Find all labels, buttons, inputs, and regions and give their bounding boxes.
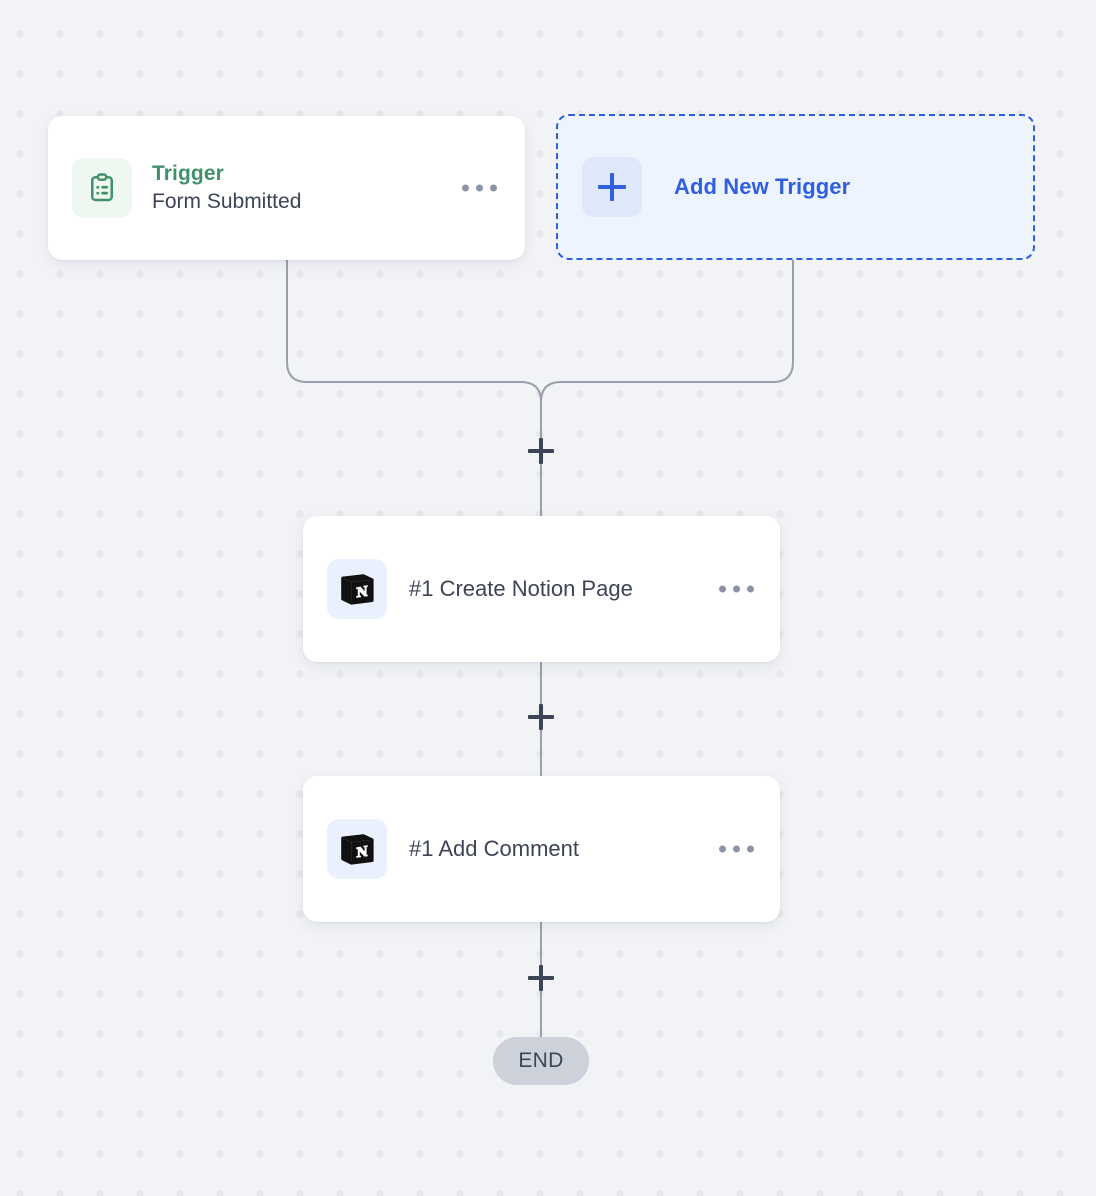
connector-add-trigger-to-merge [540,260,794,440]
end-node-badge: END [493,1037,589,1085]
add-step-handle-2[interactable] [528,704,554,730]
action-card-add-comment[interactable]: #1 Add Comment [303,776,780,922]
notion-icon-tile [327,559,387,619]
trigger-kind-label: Trigger [152,161,224,185]
plus-icon-tile [582,157,642,217]
notion-icon [341,834,374,865]
notion-icon [341,574,374,605]
trigger-card[interactable]: Trigger Form Submitted [48,116,525,260]
add-step-handle-1[interactable] [528,438,554,464]
action-card-ellipsis-icon[interactable] [717,840,756,859]
trigger-name-label: Form Submitted [152,190,302,213]
notion-icon-tile [327,819,387,879]
action-card-label: #1 Add Comment [409,836,579,861]
trigger-text-block: Trigger Form Submitted [152,161,301,216]
clipboard-list-icon-tile [72,158,132,218]
action-card-ellipsis-icon[interactable] [717,580,756,599]
connector-trigger-to-merge [286,260,542,440]
trigger-card-ellipsis-icon[interactable] [460,179,499,198]
add-step-handle-3[interactable] [528,965,554,991]
clipboard-list-icon [90,173,114,202]
action-card-label: #1 Create Notion Page [409,576,633,601]
plus-icon [598,173,626,201]
action-card-create-notion-page[interactable]: #1 Create Notion Page [303,516,780,662]
add-new-trigger-label: Add New Trigger [674,174,851,199]
add-new-trigger-card[interactable]: Add New Trigger [556,114,1035,260]
